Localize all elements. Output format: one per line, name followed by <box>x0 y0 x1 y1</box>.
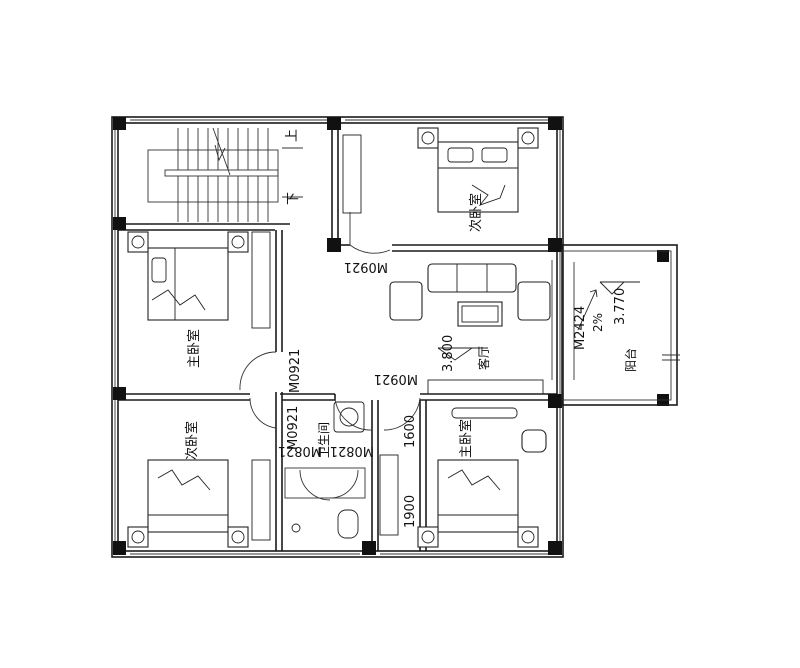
door-label-d5: M0821 <box>278 443 322 458</box>
wardrobes <box>251 134 544 541</box>
room-label-balcony: 阳台 <box>623 348 638 372</box>
door-label-balcony: M2424 <box>573 306 588 350</box>
room-label-bedroom-left-mid: 主卧室 <box>186 329 202 368</box>
interior-walls <box>118 123 557 551</box>
columns <box>113 117 669 555</box>
room-label-bedroom-top-right: 次卧室 <box>468 193 484 232</box>
room-labels: 次卧室 主卧室 次卧室 主卧室 客厅 卫生间 阳台 <box>184 193 638 460</box>
door-label-d3: M0921 <box>374 371 418 386</box>
room-label-bedroom-bottom-right: 主卧室 <box>458 419 474 458</box>
level-markers <box>437 281 640 361</box>
room-label-living: 客厅 <box>476 346 491 370</box>
staircase <box>147 127 303 222</box>
bed-left-mid <box>127 231 249 321</box>
dimension-labels: 1600 1900 <box>403 415 418 528</box>
door-label-d4: M0921 <box>286 406 301 450</box>
dimension-1900: 1900 <box>403 495 418 528</box>
room-label-bedroom-bottom-left: 次卧室 <box>184 421 200 460</box>
bed-top-right <box>417 127 539 213</box>
stair-up-label: 上 <box>285 129 300 142</box>
door-swings <box>239 212 421 501</box>
door-label-d1: M0921 <box>344 259 388 274</box>
bathroom-fixtures <box>284 401 366 539</box>
balcony <box>561 244 680 406</box>
bed-bottom-left <box>127 459 249 548</box>
level-labels: 3.800 3.770 2% <box>441 288 628 372</box>
stair-labels: 上 下 <box>285 129 301 205</box>
door-label-d6: M0821 <box>330 443 374 458</box>
room-label-bathroom: 卫生间 <box>317 422 331 458</box>
balcony-slope: 2% <box>591 313 605 332</box>
stair-down-label: 下 <box>286 192 301 205</box>
door-labels: M0921 M0921 M0921 M0921 M0821 M0821 M242… <box>278 259 588 458</box>
level-living: 3.800 <box>441 335 456 372</box>
bed-bottom-right <box>417 429 547 548</box>
dimension-1600: 1600 <box>403 415 418 448</box>
living-furniture <box>389 263 551 327</box>
level-balcony: 3.770 <box>613 288 628 325</box>
door-label-d2: M0921 <box>288 349 303 393</box>
